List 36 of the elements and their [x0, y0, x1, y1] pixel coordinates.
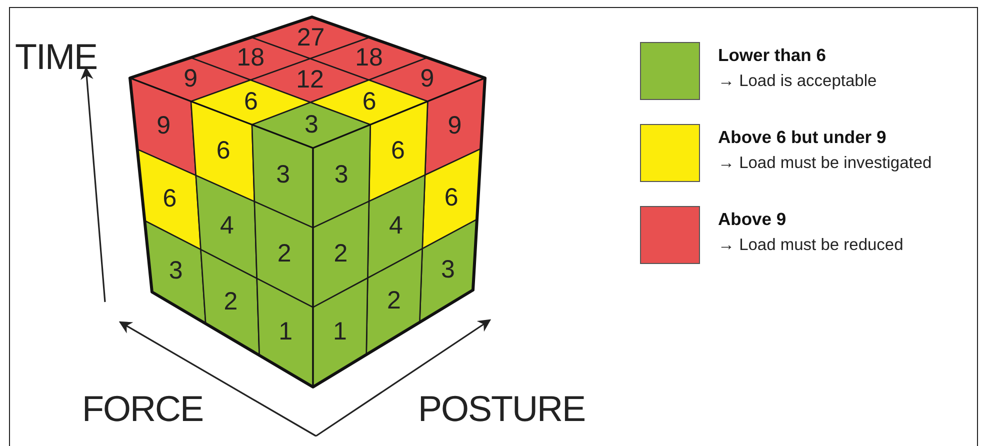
- cell-value: 6: [444, 185, 458, 210]
- legend-note: → Load must be reduced: [718, 236, 904, 255]
- cell-value: 1: [333, 319, 347, 344]
- cell-value: 27: [296, 25, 325, 50]
- cell-value: 1: [278, 320, 292, 345]
- cell-value: 2: [334, 241, 348, 266]
- axis-label: POSTURE: [418, 388, 586, 430]
- cell-value: 9: [156, 114, 170, 139]
- cell-value: 9: [448, 113, 462, 138]
- cell-value: 6: [162, 186, 177, 212]
- cell-value: 3: [441, 258, 455, 283]
- cell-value: 9: [420, 66, 434, 92]
- cell-value: 9: [184, 66, 198, 92]
- axis-label: FORCE: [82, 388, 203, 430]
- legend-note: → Load is acceptable: [718, 72, 877, 91]
- legend-label: Above 6 but under 9: [718, 127, 888, 148]
- axis-label: TIME: [15, 36, 97, 78]
- cell-value: 2: [224, 289, 238, 314]
- cell-value: 6: [391, 138, 405, 164]
- cell-value: 3: [304, 112, 318, 138]
- cell-value: 12: [296, 68, 324, 93]
- cell-value: 3: [168, 258, 183, 284]
- cell-value: 3: [334, 162, 348, 188]
- cell-value: 4: [220, 214, 234, 239]
- legend-label: Above 9: [718, 209, 788, 230]
- cell-value: 6: [244, 90, 258, 115]
- legend-label: Lower than 6: [718, 45, 827, 66]
- cell-value: 2: [387, 288, 401, 314]
- cell-value: 6: [362, 90, 376, 115]
- cell-value: 3: [276, 162, 290, 188]
- cell-value: 18: [236, 46, 265, 71]
- legend-note: → Load must be investigated: [718, 154, 932, 173]
- cell-value: 4: [389, 213, 403, 238]
- cell-value: 2: [277, 241, 292, 266]
- cell-value: 6: [216, 138, 230, 164]
- cell-value: 18: [355, 46, 383, 71]
